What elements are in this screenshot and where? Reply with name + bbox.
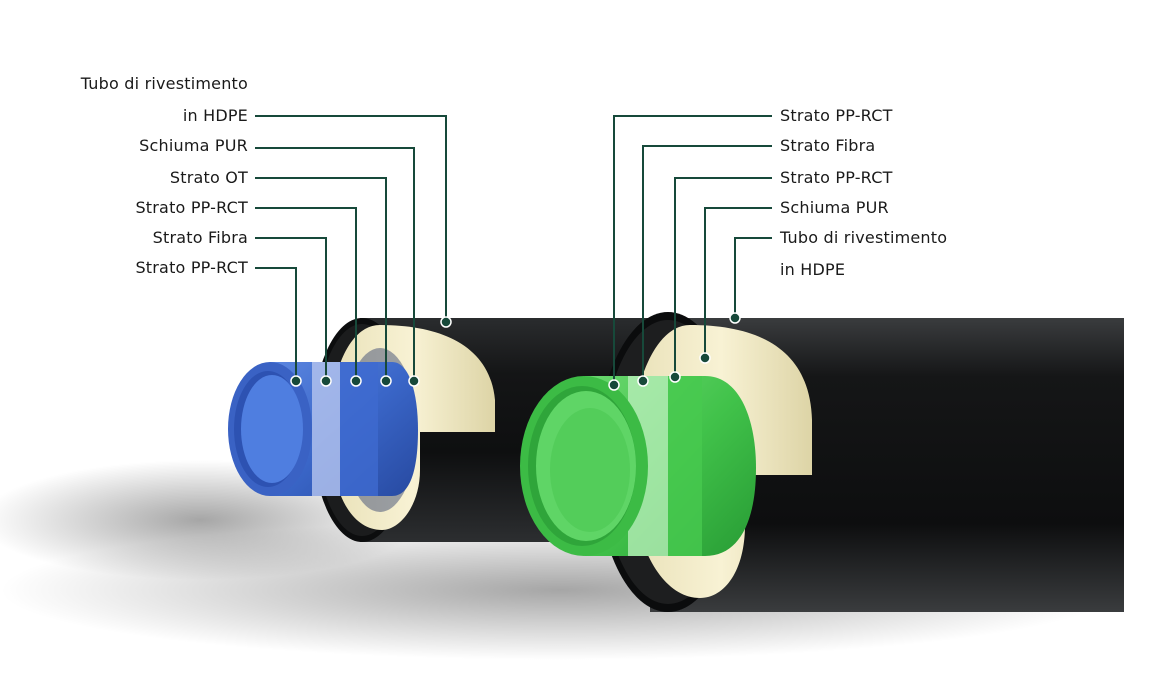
left-label-hdpe-line2: in HDPE <box>182 106 248 125</box>
right-label-pp-rct-inner: Strato PP-RCT <box>780 168 893 187</box>
leader-right-hdpe-dot <box>729 312 741 324</box>
right-label-fibre-layer: Strato Fibra <box>780 136 876 155</box>
left-label-pur-foam: Schiuma PUR <box>139 136 248 155</box>
leader-right-pp-rct-outer-dot <box>608 379 620 391</box>
left-label-pp-rct-inner: Strato PP-RCT <box>135 258 248 277</box>
leader-left-fibre-dot <box>320 375 332 387</box>
leader-right-pur <box>704 207 772 358</box>
leader-left-pp-rct-outer <box>255 207 357 381</box>
leader-right-pp-rct-inner <box>674 177 772 377</box>
leader-left-pp-rct-outer-dot <box>350 375 362 387</box>
right-label-hdpe-line1: Tubo di rivestimento <box>780 228 948 247</box>
leader-left-fibre <box>255 237 327 381</box>
leader-left-hdpe <box>255 115 447 322</box>
left-pipe <box>228 318 700 542</box>
leader-right-pp-rct-outer <box>613 115 772 385</box>
left-label-pp-rct-outer: Strato PP-RCT <box>135 198 248 217</box>
leader-left-pur <box>255 147 415 381</box>
left-label-hdpe-line1: Tubo di rivestimento <box>80 74 248 93</box>
left-label-fibre-layer: Strato Fibra <box>152 228 248 247</box>
leader-right-hdpe <box>734 237 772 318</box>
leader-left-pp-rct-inner <box>255 267 297 381</box>
right-pipe <box>520 312 1124 612</box>
leader-right-fibre-dot <box>637 375 649 387</box>
leader-left-pur-dot <box>408 375 420 387</box>
leader-left-hdpe-dot <box>440 316 452 328</box>
leader-right-fibre <box>642 145 772 381</box>
leader-right-pp-rct-inner-dot <box>669 371 681 383</box>
leader-lines <box>255 115 772 391</box>
leader-left-ot <box>255 177 387 381</box>
leader-left-ot-dot <box>380 375 392 387</box>
right-label-pur-foam: Schiuma PUR <box>780 198 889 217</box>
leader-left-pp-rct-inner-dot <box>290 375 302 387</box>
leader-right-pur-dot <box>699 352 711 364</box>
right-label-pp-rct-outer: Strato PP-RCT <box>780 106 893 125</box>
left-label-ot-layer: Strato OT <box>169 168 248 187</box>
right-label-hdpe-line2: in HDPE <box>780 260 846 279</box>
